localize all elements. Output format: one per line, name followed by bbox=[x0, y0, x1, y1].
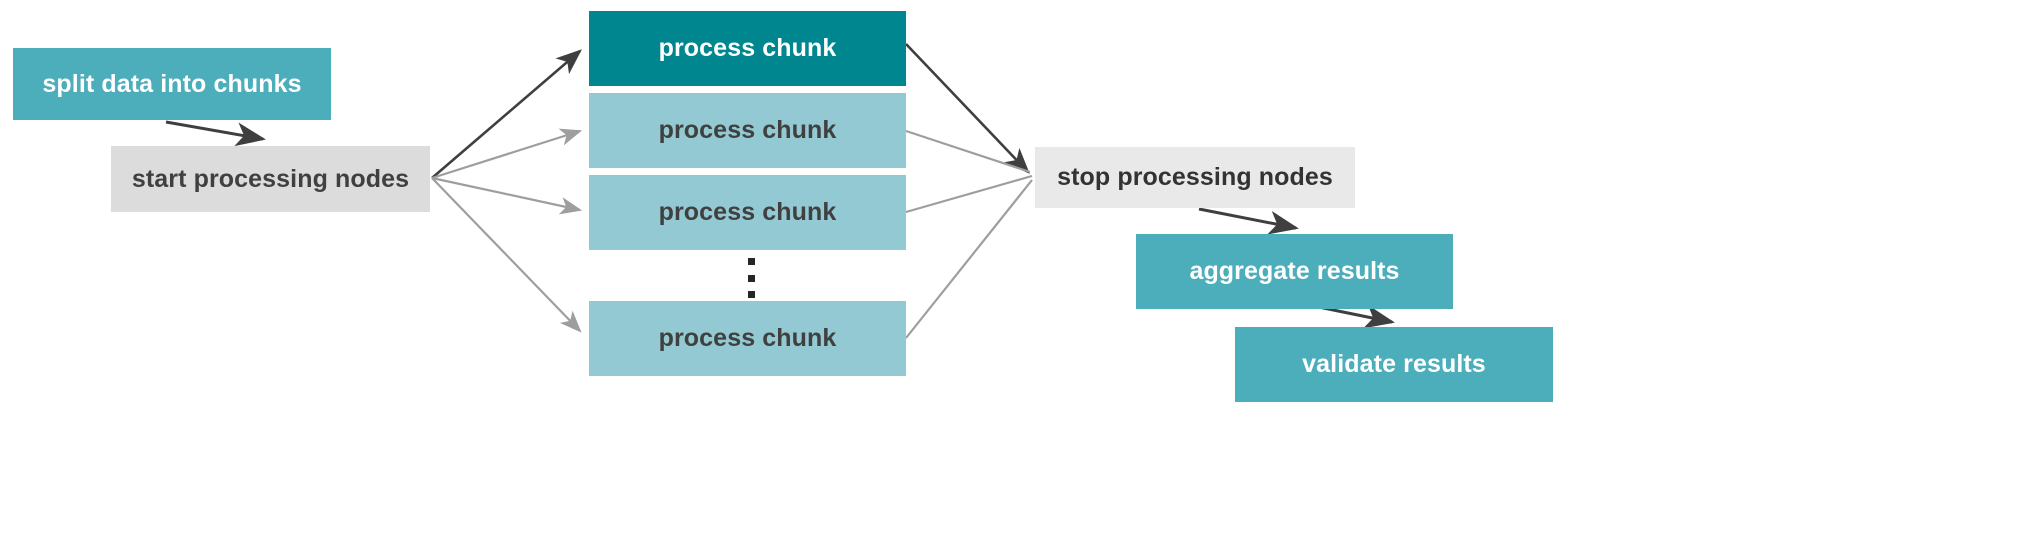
node-process-chunk-n[interactable]: process chunk bbox=[589, 301, 906, 376]
vertical-ellipsis-icon bbox=[748, 258, 755, 298]
node-validate-results[interactable]: validate results bbox=[1235, 327, 1553, 402]
edge-stop-to-aggregate bbox=[1198, 207, 1299, 235]
edge-chunk2-to-stop bbox=[905, 129, 1031, 174]
node-split-data-into-chunks[interactable]: split data into chunks bbox=[13, 48, 331, 120]
node-process-chunk-3[interactable]: process chunk bbox=[589, 175, 906, 250]
node-stop-processing-nodes[interactable]: stop processing nodes bbox=[1035, 147, 1355, 208]
edge-start-to-chunk1 bbox=[431, 49, 582, 179]
edge-chunk3-to-stop bbox=[905, 174, 1033, 214]
edge-start-to-chunkN bbox=[431, 177, 582, 333]
edge-start-to-chunk2 bbox=[431, 128, 583, 180]
node-aggregate-results[interactable]: aggregate results bbox=[1136, 234, 1453, 309]
edge-start-to-chunk3 bbox=[431, 176, 583, 215]
node-start-processing-nodes[interactable]: start processing nodes bbox=[111, 146, 430, 212]
node-process-chunk-1[interactable]: process chunk bbox=[589, 11, 906, 86]
edge-chunkN-to-stop bbox=[905, 179, 1033, 339]
edge-split-to-start bbox=[165, 120, 266, 147]
edge-chunk1-to-stop bbox=[905, 43, 1030, 174]
node-process-chunk-2[interactable]: process chunk bbox=[589, 93, 906, 168]
